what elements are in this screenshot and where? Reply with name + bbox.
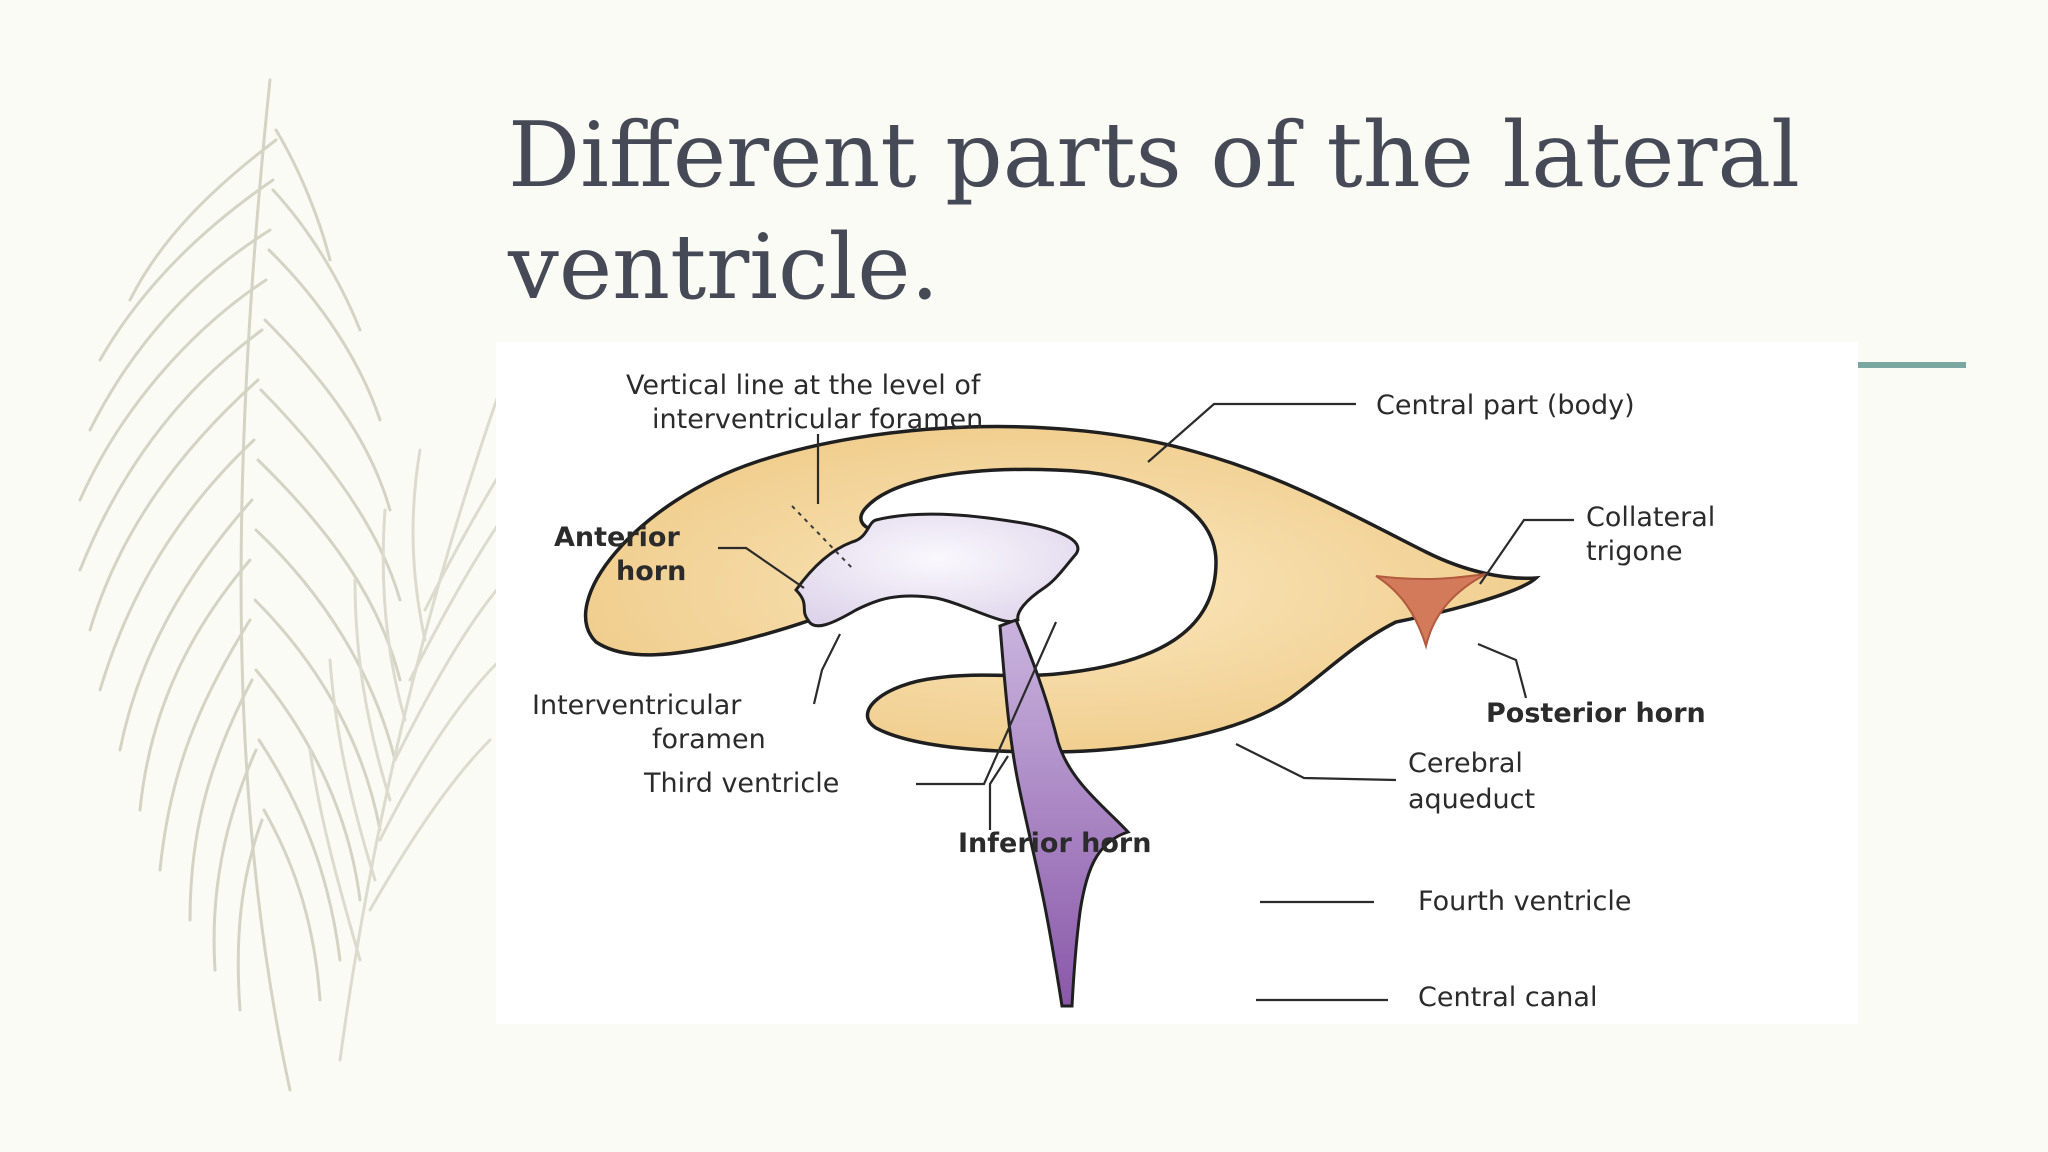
label-central-part: Central part (body) — [1376, 390, 1635, 421]
label-fourth-ventricle: Fourth ventricle — [1418, 886, 1631, 917]
label-interventricular-2: foramen — [652, 724, 766, 755]
slide-title: Different parts of the lateral ventricle… — [508, 103, 1800, 320]
label-anterior-horn-2: horn — [616, 556, 686, 587]
interventricular-level-line — [791, 505, 855, 571]
label-vertical-line-2: interventricular foramen — [652, 404, 983, 435]
label-interventricular-1: Interventricular — [532, 690, 742, 721]
label-cerebral-aqueduct-1: Cerebral — [1408, 748, 1523, 779]
label-collateral-1: Collateral — [1586, 502, 1715, 533]
third-ventricle-shape — [794, 512, 1080, 628]
accent-line — [1853, 362, 1966, 368]
feather-decoration — [78, 78, 510, 1092]
label-inferior-horn: Inferior horn — [958, 828, 1151, 859]
fourth-ventricle-shape — [998, 618, 1131, 1008]
leader-lines — [718, 402, 1574, 1002]
label-vertical-line-1: Vertical line at the level of — [626, 370, 982, 401]
label-posterior-horn: Posterior horn — [1486, 698, 1706, 729]
label-third-ventricle: Third ventricle — [643, 768, 839, 799]
diagram-figure: Vertical line at the level of interventr… — [532, 370, 1715, 1013]
label-anterior-horn-1: Anterior — [554, 522, 680, 553]
collateral-trigone-shape — [1375, 573, 1487, 650]
label-central-canal: Central canal — [1418, 982, 1597, 1013]
lateral-ventricle-diagram: Vertical line at the level of interventr… — [496, 342, 1858, 1024]
label-cerebral-aqueduct-2: aqueduct — [1408, 784, 1535, 815]
label-collateral-2: trigone — [1586, 536, 1683, 567]
